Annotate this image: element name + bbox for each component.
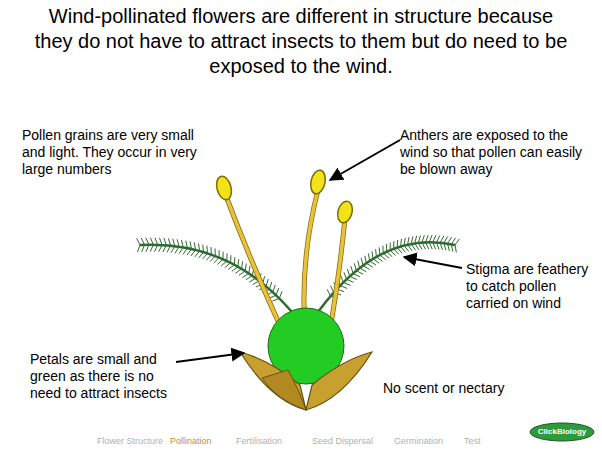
nav-item: Test [464, 436, 504, 447]
callout-text: No scent or nectary [383, 380, 563, 397]
anther [214, 175, 234, 202]
title: Wind-pollinated flowers are different in… [30, 4, 572, 79]
petal [240, 352, 306, 410]
stigma-barb [137, 238, 140, 245]
callout-text: Pollen grains are very small and light. … [22, 127, 200, 178]
filament [226, 196, 282, 330]
filament [330, 218, 345, 330]
logo-text: ClickBiology [532, 427, 592, 437]
anther [309, 169, 328, 195]
leader-arrow [404, 257, 462, 268]
nav-item: Seed Dispersal [312, 436, 392, 447]
stigma-barb [137, 245, 140, 252]
callout-text: Petals are small and green as there is n… [30, 351, 174, 402]
logo-badge [530, 423, 594, 441]
leader-arrow [330, 140, 400, 180]
stigma-barb [455, 245, 456, 252]
petal [306, 352, 372, 410]
petal [262, 370, 306, 410]
filament [330, 218, 345, 330]
nav-item: Flower Structure [97, 436, 177, 447]
anther [335, 200, 354, 225]
nav-item: Germination [394, 436, 464, 447]
callout-text: Stigma are feathery to catch pollen carr… [466, 261, 598, 312]
stigma-barb [455, 239, 459, 245]
filament [226, 196, 282, 330]
callout-text: Anthers are exposed to the wind so that … [400, 127, 596, 178]
leader-arrow [176, 353, 244, 362]
nav-item: Pollination [170, 436, 240, 447]
nav-item: Fertilisation [236, 436, 306, 447]
